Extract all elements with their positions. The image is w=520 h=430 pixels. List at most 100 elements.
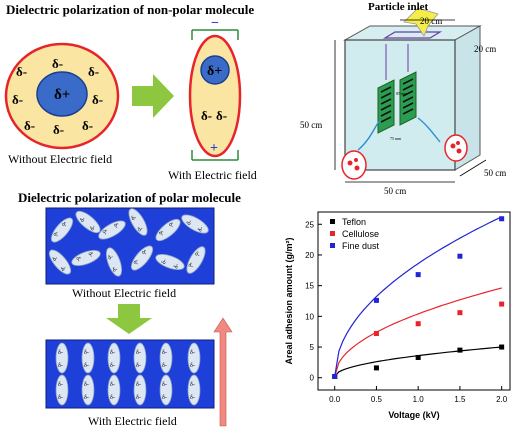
legend-marker	[330, 219, 335, 224]
data-point	[499, 344, 505, 350]
y-tick-label: 5	[310, 343, 315, 352]
svg-text:δ-: δ-	[190, 350, 195, 356]
polar-molecule-aligned: δ-δ-	[187, 374, 201, 406]
svg-text:δ-: δ-	[187, 262, 194, 270]
polar-molecule-aligned: δ-δ-	[55, 374, 69, 406]
svg-text:δ-: δ-	[60, 221, 68, 229]
y-tick-label: 20	[305, 251, 314, 260]
svg-text:δ-: δ-	[52, 56, 63, 71]
polar-diagram: δ-δ-δ-δ-δ-δ-δ-δ-δ-δ-δ-δ-δ-δ-δ-δ-δ-δ-δ-δ-…	[45, 207, 233, 427]
polar-molecule-aligned: δ-δ-	[159, 342, 173, 374]
polar-title: Dielectric polarization of polar molecul…	[18, 190, 241, 205]
svg-text:δ-: δ-	[110, 350, 115, 356]
svg-text:δ-: δ-	[58, 350, 63, 356]
y-tick-label: 25	[305, 220, 314, 229]
svg-text:δ-: δ-	[190, 395, 195, 401]
svg-text:50 cm: 50 cm	[384, 186, 406, 196]
x-axis-label: Voltage (kV)	[388, 410, 439, 420]
svg-text:δ-: δ-	[157, 230, 165, 238]
svg-text:20 cm: 20 cm	[474, 44, 496, 54]
nucleus-left	[36, 71, 88, 117]
nonpolar-title: Dielectric polarization of non-polar mol…	[6, 2, 255, 17]
svg-text:δ-: δ-	[197, 226, 205, 233]
svg-text:δ-: δ-	[58, 363, 63, 369]
nonpolar-caption-with: With Electric field	[168, 168, 257, 182]
polar-molecule-random: δ-δ-	[105, 247, 123, 277]
svg-text:δ-: δ-	[52, 255, 60, 263]
data-point	[373, 331, 379, 337]
svg-text:δ-: δ-	[52, 231, 60, 239]
svg-text:δ-: δ-	[100, 229, 108, 236]
svg-text:δ-: δ-	[137, 226, 144, 234]
polar-molecule-random: δ-δ-	[155, 218, 181, 242]
polar-molecule-random: δ-δ-	[75, 210, 101, 234]
svg-text:δ-: δ-	[110, 363, 115, 369]
svg-text:δ-: δ-	[16, 64, 27, 79]
polar-molecule-aligned: δ-δ-	[133, 374, 147, 406]
svg-text:50 cm: 50 cm	[484, 168, 506, 178]
svg-text:δ-: δ-	[136, 382, 141, 388]
svg-text:δ-: δ-	[84, 395, 89, 401]
nonpolar-caption-without: Without Electric field	[8, 152, 113, 166]
polar-molecule-aligned: δ-δ-	[107, 374, 121, 406]
polar-molecule-random: δ-δ-	[71, 249, 101, 267]
data-point	[373, 365, 379, 371]
fan-right	[444, 134, 468, 162]
svg-text:δ-: δ-	[82, 118, 93, 133]
polar-molecule-aligned: δ-δ-	[107, 342, 121, 374]
y-tick-label: 0	[310, 374, 315, 383]
x-tick-label: 2.0	[496, 395, 508, 404]
svg-text:δ-: δ-	[162, 382, 167, 388]
svg-text:δ-: δ-	[167, 222, 175, 230]
svg-text:δ-: δ-	[89, 225, 97, 233]
svg-text:δ-: δ-	[112, 266, 119, 273]
polar-caption-with: With Electric field	[88, 414, 177, 428]
svg-text:δ-: δ-	[58, 395, 63, 401]
x-tick-label: 0.0	[329, 395, 341, 404]
svg-text:δ+: δ+	[207, 64, 222, 79]
fit-curve	[334, 216, 502, 377]
svg-text:75 mm: 75 mm	[390, 136, 402, 141]
polar-molecule-aligned: δ-δ-	[81, 342, 95, 374]
svg-text:20 cm: 20 cm	[420, 16, 442, 26]
data-point	[415, 272, 421, 278]
svg-text:δ-: δ-	[190, 363, 195, 369]
chamber-diagram: Particle inlet 20 cm 20 cm 50 cm 50 cm 5…	[300, 1, 506, 196]
svg-text:δ-: δ-	[161, 258, 168, 265]
svg-text:50 cm: 50 cm	[300, 120, 322, 130]
svg-text:δ-: δ-	[216, 108, 227, 123]
svg-text:δ-: δ-	[131, 215, 138, 223]
y-tick-label: 15	[305, 282, 314, 291]
field-direction-arrow	[213, 317, 233, 427]
svg-text:δ-: δ-	[136, 350, 141, 356]
particle-inlet-arrow	[403, 7, 439, 37]
polar-molecule-random: δ-δ-	[155, 253, 185, 271]
polar-molecule-random: δ-δ-	[50, 217, 74, 243]
polar-molecule-random: δ-δ-	[186, 246, 206, 274]
x-tick-label: 1.5	[454, 395, 466, 404]
svg-text:δ-: δ-	[110, 382, 115, 388]
svg-text:δ-: δ-	[60, 265, 68, 273]
svg-text:δ-: δ-	[88, 64, 99, 79]
polar-molecule-aligned: δ-δ-	[187, 342, 201, 374]
fan-left	[341, 150, 367, 180]
svg-text:δ-: δ-	[58, 382, 63, 388]
x-tick-label: 0.5	[371, 395, 383, 404]
polar-panel-aligned	[45, 339, 215, 409]
legend-marker	[330, 231, 335, 236]
minus-sign: −	[211, 16, 219, 31]
plus-sign: +	[210, 141, 218, 156]
y-tick-label: 10	[305, 312, 314, 321]
x-tick-label: 1.0	[413, 395, 425, 404]
polar-molecule-aligned: δ-δ-	[133, 342, 147, 374]
data-point	[332, 373, 338, 379]
plot-frame	[317, 211, 511, 391]
svg-text:δ-: δ-	[84, 350, 89, 356]
svg-text:δ-: δ-	[110, 395, 115, 401]
legend-entry: Fine dust	[342, 241, 380, 251]
svg-text:δ-: δ-	[12, 92, 23, 107]
polar-molecule-aligned: δ-δ-	[81, 374, 95, 406]
svg-text:δ-: δ-	[173, 263, 180, 270]
svg-text:δ-: δ-	[136, 395, 141, 401]
